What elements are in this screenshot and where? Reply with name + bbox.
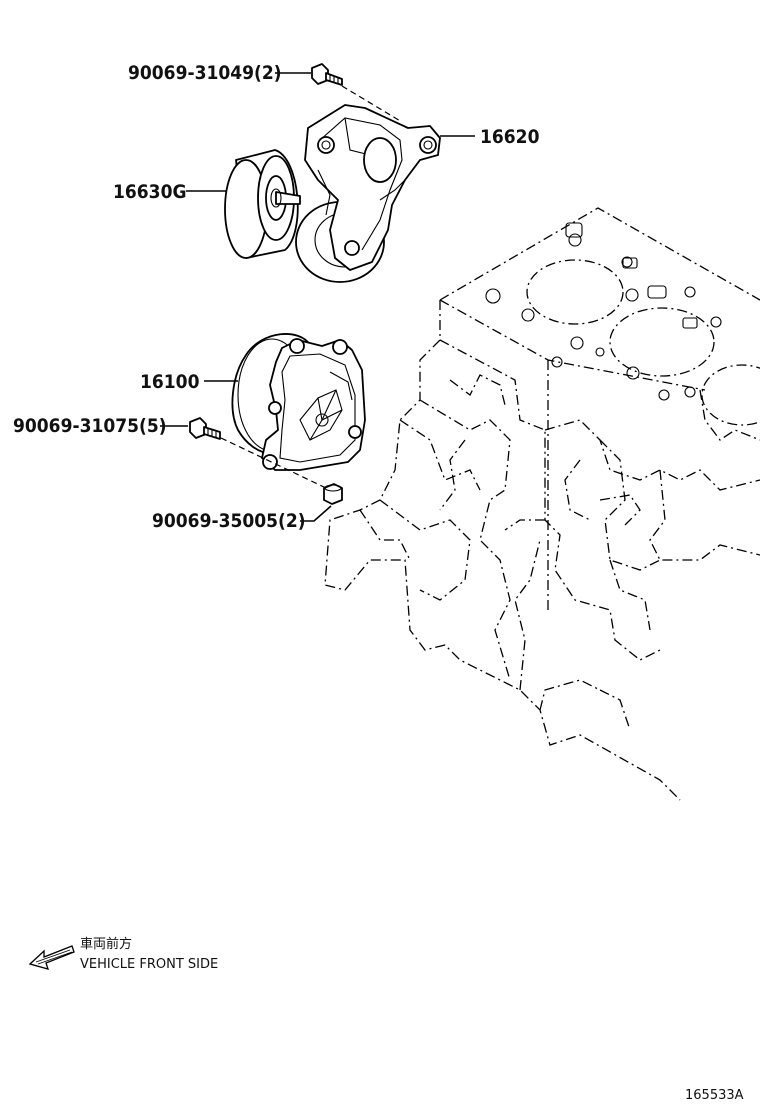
tensioner-drawing	[295, 104, 441, 283]
part-number-tensioner: 16620	[480, 126, 540, 148]
part-number-bolt-top: 90069-31049(2)	[128, 62, 282, 84]
part-number-stud-nut: 90069-35005(2)	[152, 510, 306, 532]
pulley-drawing	[224, 149, 301, 259]
water-pump-drawing	[231, 333, 366, 471]
leader-stud-nut	[300, 505, 332, 522]
engine-block	[324, 207, 760, 801]
stud-nut-drawing	[323, 483, 343, 505]
part-number-bolt-pump: 90069-31075(5)	[13, 415, 167, 437]
part-number-pulley: 16630G	[113, 181, 187, 203]
figure-number: 165533A	[685, 1088, 744, 1103]
bolt-top-guide	[341, 85, 403, 123]
front-direction-arrow-icon	[28, 945, 75, 970]
vehicle-front-legend: 車両前方 VEHICLE FRONT SIDE	[28, 936, 218, 972]
part-number-water-pump: 16100	[140, 371, 200, 393]
bolt-pump-drawing	[189, 417, 221, 440]
legend-japanese: 車両前方	[80, 936, 132, 952]
bolt-top-drawing	[311, 63, 343, 86]
legend-english: VEHICLE FRONT SIDE	[80, 957, 218, 972]
